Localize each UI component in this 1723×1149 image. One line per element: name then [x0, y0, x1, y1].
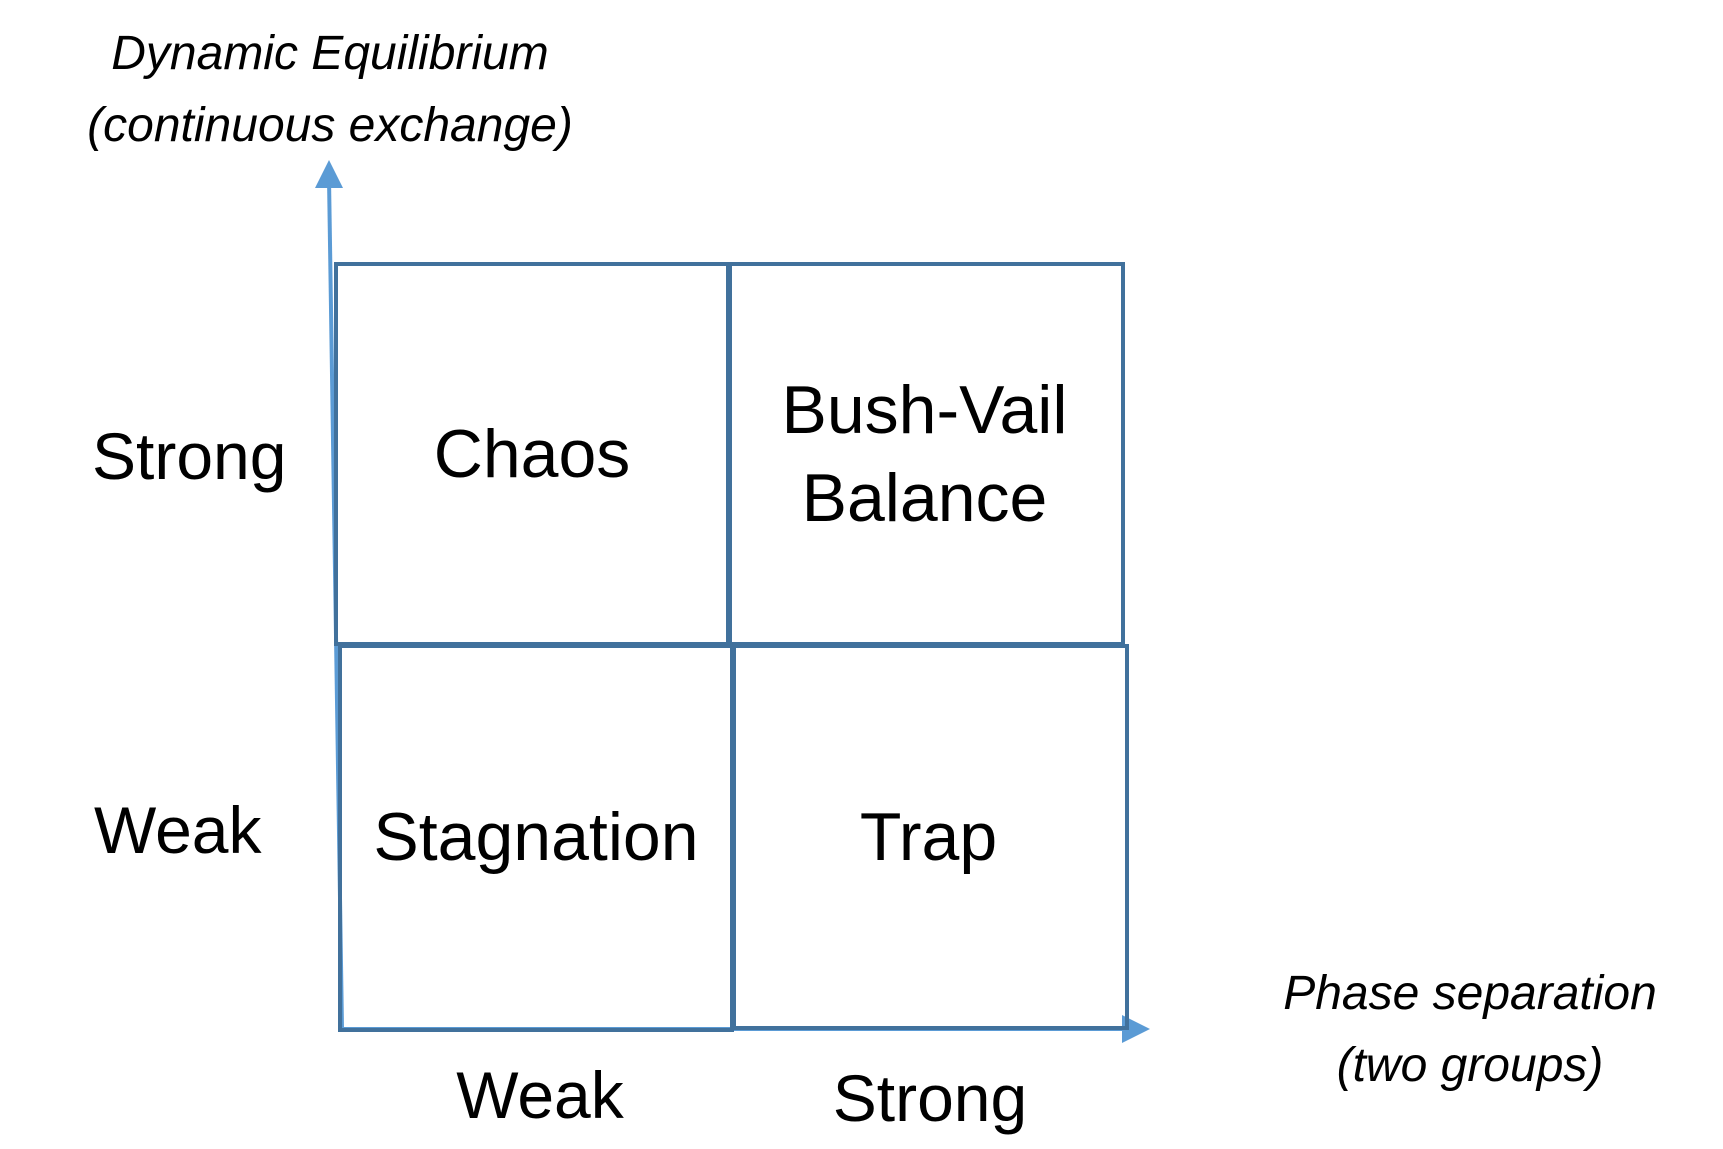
y-axis-level-strong: Strong [92, 419, 287, 493]
x-axis-title: Phase separation (two groups) [1240, 958, 1700, 1102]
quadrant-label-chaos: Chaos [336, 264, 728, 644]
x-axis-level-weak: Weak [456, 1058, 624, 1132]
quadrant-text-chaos: Chaos [433, 416, 631, 492]
quadrant-box-bottom-right [732, 644, 1129, 1030]
x-axis-title-line1: Phase separation [1283, 967, 1657, 1020]
quadrant-text-stagnation: Stagnation [373, 798, 699, 875]
quadrant-text-bush-vail: Bush-Vail [781, 372, 1068, 448]
quadrant-label-bush-vail-balance: Bush-Vail Balance [728, 264, 1121, 644]
y-axis-level-weak: Weak [94, 793, 262, 867]
x-axis-title-line2: (two groups) [1336, 1039, 1604, 1092]
y-axis-title-line2: (continuous exchange) [87, 99, 573, 152]
quadrant-label-trap: Trap [732, 644, 1125, 1029]
x-axis-level-strong: Strong [832, 1061, 1028, 1135]
quadrant-label-stagnation: Stagnation [340, 644, 732, 1029]
y-axis-arrowhead [315, 160, 343, 188]
quadrant-text-balance: Balance [801, 460, 1048, 536]
y-axis-title-line1: Dynamic Equilibrium [111, 27, 549, 80]
y-axis-title: Dynamic Equilibrium (continuous exchange… [40, 18, 620, 162]
quadrant-text-trap: Trap [859, 798, 998, 875]
